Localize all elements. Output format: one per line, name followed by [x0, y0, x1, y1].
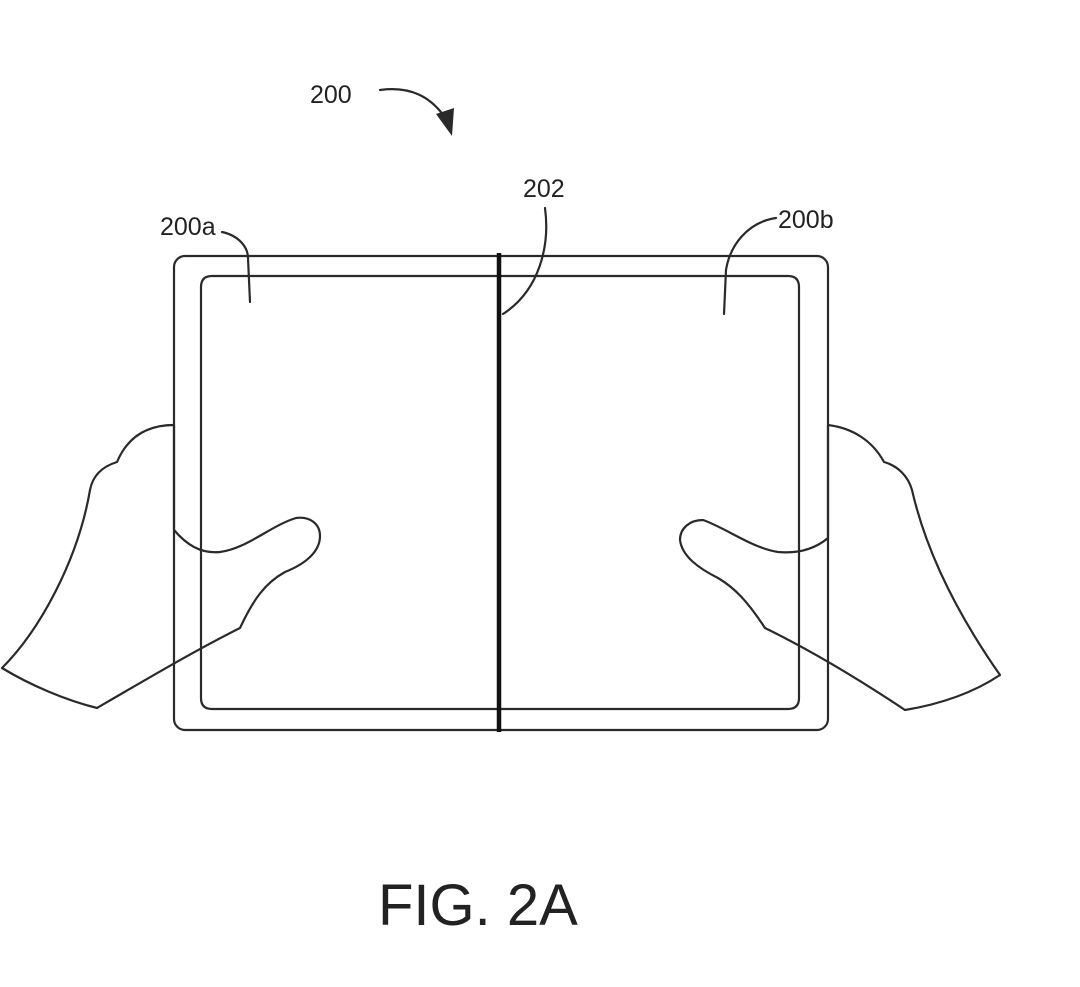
right-display-panel	[499, 274, 801, 711]
right-panel-reference-label: 200b	[778, 206, 834, 234]
left-panel-reference-label: 200a	[160, 213, 216, 241]
left-hand	[0, 423, 322, 710]
left-display-panel	[199, 274, 499, 711]
device-pointer-arrow	[378, 88, 450, 124]
right-hand	[678, 423, 1002, 712]
hinge-leader-line	[501, 206, 548, 316]
arrowhead-icon	[436, 108, 454, 136]
left-panel-leader-line	[220, 230, 252, 304]
right-panel-leader-line	[722, 216, 778, 316]
device-reference-label: 200	[310, 81, 352, 109]
hinge-reference-label: 202	[523, 175, 565, 203]
figure-caption: FIG. 2A	[378, 873, 578, 938]
